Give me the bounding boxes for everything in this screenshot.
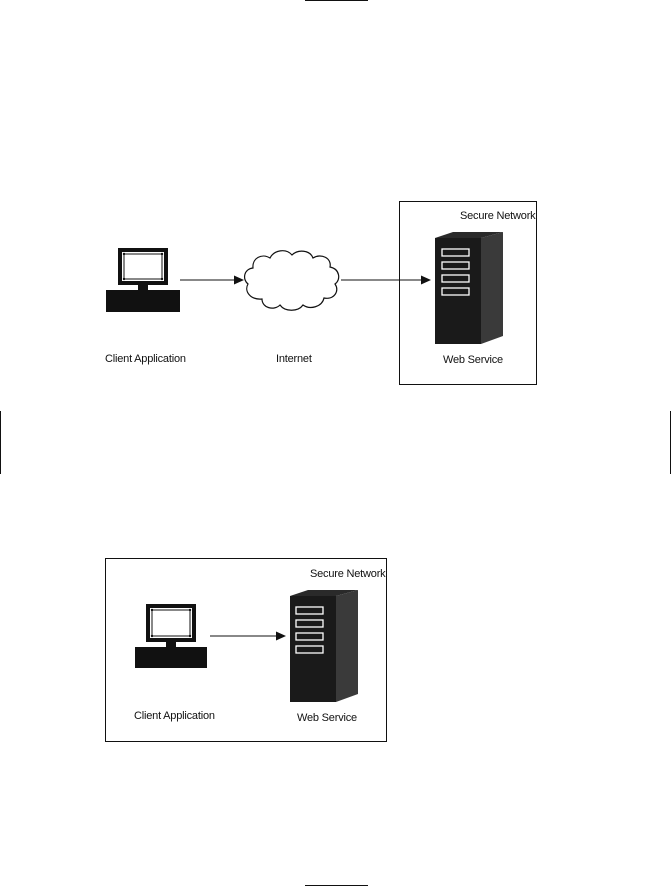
secure-network-label: Secure Network	[310, 568, 386, 580]
bottom-rule	[305, 885, 368, 886]
left-margin-mark	[0, 411, 1, 474]
arrow-internet-to-server	[341, 275, 431, 285]
secure-network-boundary	[105, 558, 387, 742]
client-application-label: Client Application	[105, 353, 186, 365]
computer-icon	[106, 248, 180, 312]
web-service-label: Web Service	[443, 354, 503, 366]
cloud-icon	[243, 250, 340, 311]
server-icon	[290, 590, 358, 702]
computer-icon	[135, 604, 207, 668]
top-rule	[305, 0, 368, 1]
client-application-label: Client Application	[134, 710, 215, 722]
server-icon	[435, 232, 503, 344]
right-margin-mark	[670, 411, 671, 474]
web-service-label: Web Service	[297, 712, 357, 724]
arrow-client-to-internet	[180, 275, 244, 285]
internet-label: Internet	[276, 353, 312, 365]
secure-network-boundary	[399, 201, 537, 385]
secure-network-label: Secure Network	[460, 210, 536, 222]
arrow-client-to-server	[210, 631, 286, 641]
